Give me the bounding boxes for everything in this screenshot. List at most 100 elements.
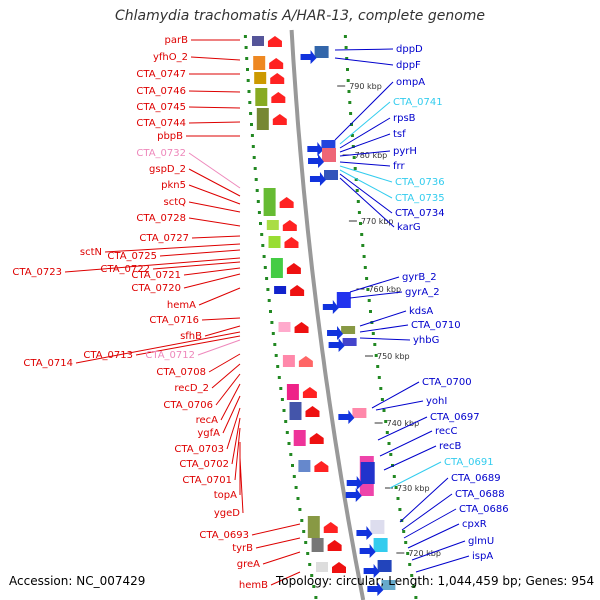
inner-dot — [252, 156, 256, 159]
outer-dot — [373, 343, 377, 346]
left-gene-label: sctN — [80, 247, 102, 258]
outer-dot — [382, 409, 386, 412]
reverse-gene-arrow — [282, 220, 297, 231]
reverse-gene-block — [316, 562, 328, 572]
left-label-leader — [255, 537, 301, 549]
reverse-gene-arrow — [279, 197, 294, 208]
inner-dot — [259, 222, 262, 225]
outer-dot — [359, 222, 362, 225]
outer-dot — [350, 123, 353, 126]
left-gene-label: sctQ — [164, 197, 187, 208]
left-label-leader — [262, 551, 301, 565]
left-gene-label: parB — [165, 35, 189, 46]
left-label-leader — [188, 201, 241, 213]
forward-gene-block — [360, 462, 375, 484]
inner-dot — [243, 35, 247, 38]
left-gene-label: ygeD — [214, 508, 240, 519]
reverse-gene-block — [274, 286, 287, 294]
right-label-leader — [339, 165, 393, 183]
outer-dot — [360, 233, 364, 236]
outer-dot — [350, 134, 354, 137]
outer-dot — [349, 112, 353, 115]
left-gene-label: CTA_0745 — [136, 102, 186, 113]
left-label-leader — [220, 383, 241, 421]
kbp-tick-label: 730 kbp — [397, 484, 430, 493]
reverse-gene-block — [278, 322, 291, 332]
inner-dot — [266, 288, 270, 291]
reverse-gene-arrow — [332, 562, 347, 573]
left-gene-label: CTA_0720 — [131, 283, 181, 294]
left-label-leader — [75, 331, 241, 364]
right-label-leader — [379, 430, 433, 457]
right-label-leader — [339, 177, 395, 228]
reverse-gene-block — [253, 56, 266, 70]
right-label-leader — [359, 310, 407, 327]
outer-dot — [402, 530, 406, 533]
forward-gene-block — [341, 326, 356, 334]
right-label-leader — [389, 461, 442, 489]
inner-dot — [279, 387, 283, 390]
right-label-leader — [339, 117, 391, 149]
right-gene-label: CTA_0710 — [411, 320, 461, 331]
left-label-leader — [270, 571, 301, 586]
inner-dot — [246, 68, 249, 71]
right-gene-label: glmU — [468, 536, 494, 547]
outer-dot — [377, 376, 381, 379]
forward-gene-block — [336, 292, 351, 308]
right-label-leader — [401, 493, 453, 531]
reverse-gene-block — [268, 236, 281, 248]
right-label-leader — [375, 400, 424, 411]
right-gene-label: CTA_0688 — [455, 489, 505, 500]
left-label-leader — [188, 106, 241, 109]
reverse-gene-arrow — [271, 92, 286, 103]
outer-dot — [367, 299, 371, 302]
inner-dot — [253, 167, 257, 170]
left-gene-label: CTA_0701 — [182, 475, 232, 486]
inner-dot — [314, 596, 318, 599]
outer-dot — [346, 79, 350, 82]
right-gene-label: CTA_0689 — [451, 473, 501, 484]
accession-label: Accession: NC_007429 — [9, 574, 146, 588]
forward-gene-block — [314, 46, 329, 58]
inner-dot — [298, 508, 302, 511]
inner-dot — [249, 112, 253, 115]
forward-gene-arrow — [345, 488, 362, 502]
right-label-leader — [399, 477, 449, 523]
right-gene-label: CTA_0741 — [393, 97, 443, 108]
left-label-leader — [234, 427, 241, 481]
reverse-gene-arrow — [309, 433, 324, 444]
right-label-leader — [334, 81, 394, 141]
outer-dot — [394, 486, 398, 489]
right-label-leader — [339, 173, 393, 214]
outer-dot — [365, 277, 369, 280]
right-label-leader — [349, 276, 400, 293]
forward-gene-arrow — [322, 300, 339, 314]
right-label-leader — [339, 150, 391, 157]
right-gene-label: recC — [435, 426, 458, 437]
right-gene-label: CTA_0691 — [444, 457, 494, 468]
backbone-arc — [289, 29, 366, 600]
reverse-gene-arrow — [267, 36, 282, 47]
right-gene-label: yhbG — [413, 335, 439, 346]
right-label-leader — [334, 48, 394, 51]
kbp-tick-label: 770 kbp — [361, 217, 394, 226]
inner-dot — [246, 79, 250, 82]
forward-gene-arrow — [363, 564, 380, 578]
inner-dot — [261, 244, 265, 247]
reverse-gene-arrow — [327, 540, 342, 551]
right-gene-label: CTA_0697 — [430, 412, 480, 423]
left-label-leader — [211, 363, 241, 389]
outer-dot — [385, 431, 389, 434]
outer-dot — [392, 475, 396, 478]
outer-dot — [389, 453, 393, 456]
right-label-leader — [415, 555, 470, 573]
left-label-leader — [188, 217, 241, 227]
left-gene-label: CTA_0708 — [156, 367, 206, 378]
right-label-leader — [339, 169, 393, 199]
left-label-leader — [152, 261, 241, 270]
inner-dot — [244, 46, 248, 49]
left-gene-label: CTA_0712 — [145, 350, 195, 361]
inner-dot — [270, 321, 274, 324]
left-gene-label: pbpB — [157, 131, 183, 142]
